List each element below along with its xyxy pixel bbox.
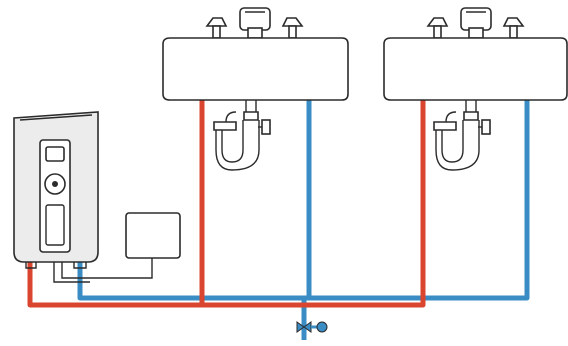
sink-1 <box>162 7 349 171</box>
cold-water-pipes <box>77 97 530 321</box>
shutoff-valve <box>296 316 328 340</box>
hot-pipe-main <box>27 97 426 308</box>
water-heater <box>13 111 99 283</box>
control-box <box>61 212 181 279</box>
sink-2 <box>383 7 568 171</box>
hot-water-pipes <box>27 97 426 308</box>
cold-pipe-main <box>77 97 530 301</box>
